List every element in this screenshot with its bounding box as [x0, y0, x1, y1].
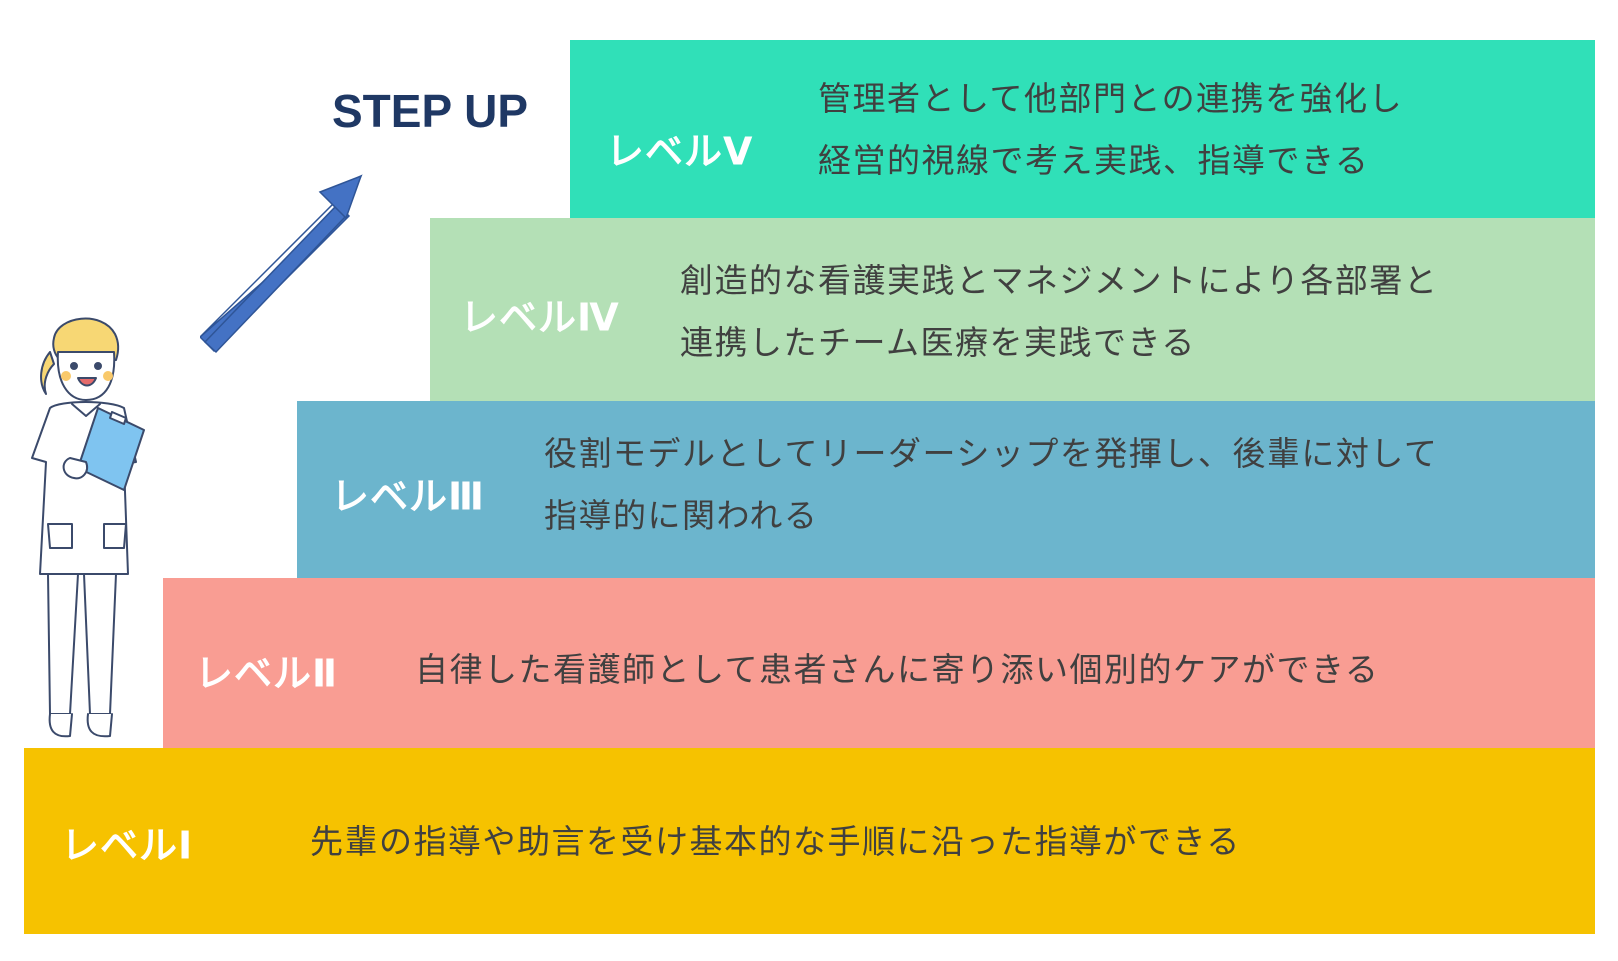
level-1-label: レベルⅠ	[61, 823, 194, 868]
nurse-illustration	[31, 317, 145, 738]
level-3-description: 役割モデルとしてリーダーシップを発揮し、後輩に対して 指導的に関われる	[544, 423, 1438, 547]
step-level-4: レベルⅣ 創造的な看護実践とマネジメントにより各部署と 連携したチーム医療を実践…	[430, 218, 1595, 401]
level-5-label: レベルⅤ	[606, 129, 754, 174]
level-2-line-1: 自律した看護師として患者さんに寄り添い個別的ケアができる	[415, 650, 1380, 689]
step-level-5: レベルⅤ 管理者として他部門との連携を強化し 経営的視線で考え実践、指導できる	[570, 40, 1595, 218]
level-3-label: レベルⅢ	[331, 474, 485, 519]
level-4-description: 創造的な看護実践とマネジメントにより各部署と 連携したチーム医療を実践できる	[680, 250, 1438, 374]
level-1-line-1: 先輩の指導や助言を受け基本的な手順に沿った指導ができる	[310, 822, 1241, 861]
level-2-label: レベルⅡ	[195, 651, 339, 696]
level-5-line-1: 管理者として他部門との連携を強化し	[818, 79, 1404, 118]
level-5-description: 管理者として他部門との連携を強化し 経営的視線で考え実践、指導できる	[818, 68, 1403, 192]
level-3-line-1: 役割モデルとしてリーダーシップを発揮し、後輩に対して	[544, 434, 1439, 473]
level-2-description: 自律した看護師として患者さんに寄り添い個別的ケアができる	[415, 639, 1379, 701]
step-level-1: レベルⅠ 先輩の指導や助言を受け基本的な手順に沿った指導ができる	[24, 748, 1595, 934]
level-1-description: 先輩の指導や助言を受け基本的な手順に沿った指導ができる	[310, 811, 1241, 873]
step-level-3: レベルⅢ 役割モデルとしてリーダーシップを発揮し、後輩に対して 指導的に関われる	[297, 401, 1595, 578]
step-level-2: レベルⅡ 自律した看護師として患者さんに寄り添い個別的ケアができる	[163, 578, 1595, 748]
arrow-up-right-icon	[200, 174, 363, 354]
level-4-label: レベルⅣ	[460, 295, 620, 340]
level-5-line-2: 経営的視線で考え実践、指導できる	[818, 141, 1370, 180]
level-4-line-2: 連携したチーム医療を実践できる	[680, 323, 1196, 362]
level-3-line-2: 指導的に関われる	[544, 496, 819, 535]
step-up-title: STEP UP	[332, 85, 528, 137]
level-4-line-1: 創造的な看護実践とマネジメントにより各部署と	[680, 261, 1439, 300]
